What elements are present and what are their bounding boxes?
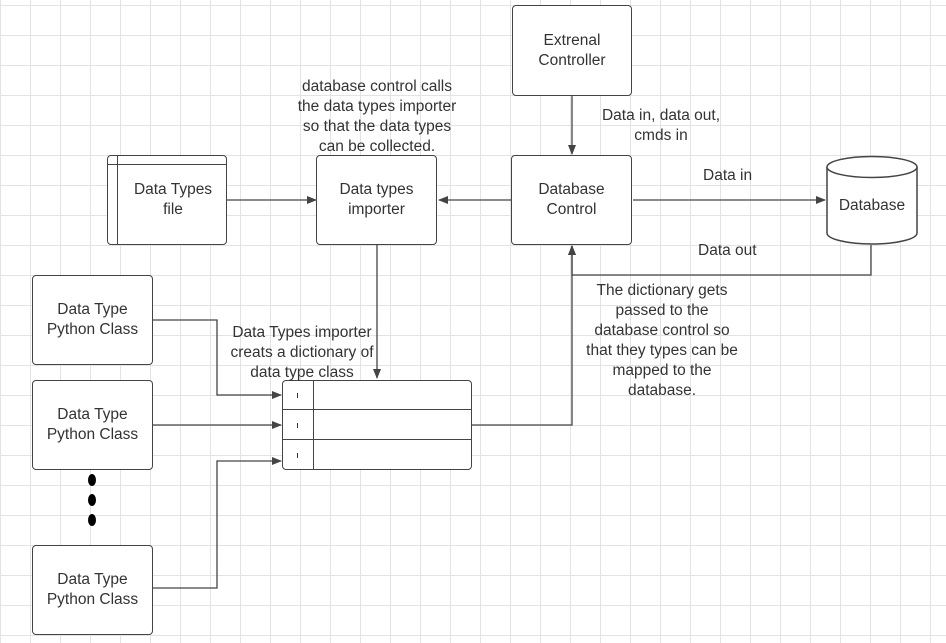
external-controller-node[interactable]: Extrenal Controller	[512, 5, 632, 96]
importer-line-2: importer	[348, 201, 405, 218]
passed-note-line-5: mapped to the	[612, 362, 712, 379]
controller-io-line-1: Data in, data out,	[601, 107, 721, 124]
dictionary-note-line-3: data type class	[250, 364, 354, 381]
python-class-2-line-2: Python Class	[46, 426, 139, 443]
importer-note-line-2: the data types importer	[297, 98, 457, 115]
ellipsis-dot-1	[88, 474, 96, 486]
data-types-file-line-1: Data Types	[133, 181, 213, 198]
python-class-1-line-2: Python Class	[46, 321, 139, 338]
dictionary-note-line-1: Data Types importer	[232, 324, 372, 341]
python-class-3-line-2: Python Class	[46, 591, 139, 608]
dictionary-table[interactable]	[282, 380, 472, 470]
database-label: Database	[838, 197, 906, 214]
python-class-node-3[interactable]: Data Type Python Class	[32, 545, 153, 635]
data-in-label: Data in	[703, 167, 753, 184]
python-class-node-1[interactable]: Data Type Python Class	[32, 275, 153, 365]
python-class-node-2[interactable]: Data Type Python Class	[32, 380, 153, 470]
dictionary-row-2-marker	[297, 423, 298, 428]
ellipsis-dot-2	[88, 494, 96, 506]
database-control-node[interactable]: Database Control	[511, 155, 632, 245]
dictionary-row-divider-2	[283, 439, 471, 440]
database-cylinder-icon	[826, 155, 918, 245]
dictionary-note: Data Types importer creats a dictionary …	[212, 323, 392, 383]
dictionary-row-divider-1	[283, 409, 471, 410]
dictionary-to-control-arrow	[472, 245, 576, 426]
importer-note: database control calls the data types im…	[287, 77, 467, 157]
dictionary-row-3-marker	[297, 453, 298, 458]
passed-note-line-6: database.	[627, 382, 697, 399]
database-node[interactable]: Database	[826, 155, 918, 245]
importer-line-1: Data types	[339, 181, 414, 198]
data-types-importer-node[interactable]: Data types importer	[316, 155, 437, 245]
dictionary-key-column-divider	[313, 381, 314, 469]
passed-note: The dictionary gets passed to the databa…	[572, 281, 752, 401]
data-types-file-line-2: file	[163, 201, 183, 218]
importer-note-line-4: can be collected.	[318, 138, 436, 155]
passed-note-line-1: The dictionary gets	[596, 282, 728, 299]
python-class-1-line-1: Data Type	[57, 301, 128, 318]
passed-note-line-4: that they types can be	[586, 342, 738, 359]
database-control-line-1: Database	[538, 181, 605, 198]
file-inner-horizontal-line	[108, 164, 226, 165]
external-controller-line-2: Controller	[538, 51, 606, 69]
python-class-2-line-1: Data Type	[57, 406, 128, 423]
controller-io-label: Data in, data out, cmds in	[586, 106, 736, 146]
external-controller-line-1: Extrenal	[543, 31, 601, 49]
file-inner-vertical-line	[117, 156, 118, 244]
class3-to-row3-arrow	[153, 457, 282, 589]
passed-note-line-2: passed to the	[615, 302, 709, 319]
dictionary-row-1-marker	[297, 393, 298, 398]
importer-note-line-3: so that the data types	[302, 118, 452, 135]
python-class-3-line-1: Data Type	[57, 571, 128, 588]
controller-io-line-2: cmds in	[634, 127, 688, 144]
data-types-file-node[interactable]: Data Types file	[107, 155, 227, 245]
class1-to-row1-arrow	[153, 319, 282, 399]
ellipsis-dot-3	[88, 514, 96, 526]
importer-note-line-1: database control calls	[302, 78, 452, 95]
dictionary-note-line-2: creats a dictionary of	[230, 344, 374, 361]
passed-note-line-3: database control so	[594, 322, 730, 339]
data-out-label: Data out	[698, 242, 757, 259]
database-control-line-2: Control	[546, 201, 597, 218]
